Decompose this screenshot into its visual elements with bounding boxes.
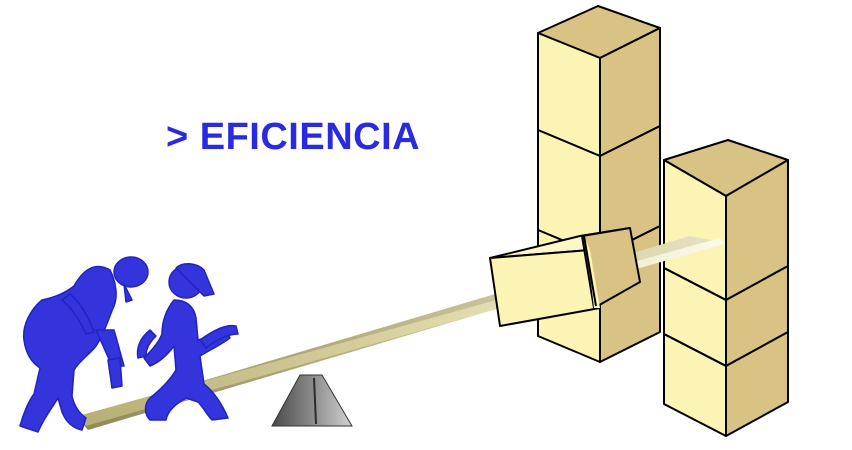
back-box-top (537, 5, 661, 157)
seesaw-fulcrum (271, 374, 353, 427)
slide-title: > EFICIENCIA (166, 116, 421, 158)
front-box-stack (663, 139, 789, 437)
person-left-icon (19, 256, 149, 433)
person-right-icon (136, 263, 239, 421)
back-box-middle (537, 125, 661, 257)
two-people-icon (19, 256, 239, 433)
front-box-top (663, 139, 789, 301)
front-box-bottom (663, 331, 789, 437)
box-on-plank (489, 227, 641, 327)
